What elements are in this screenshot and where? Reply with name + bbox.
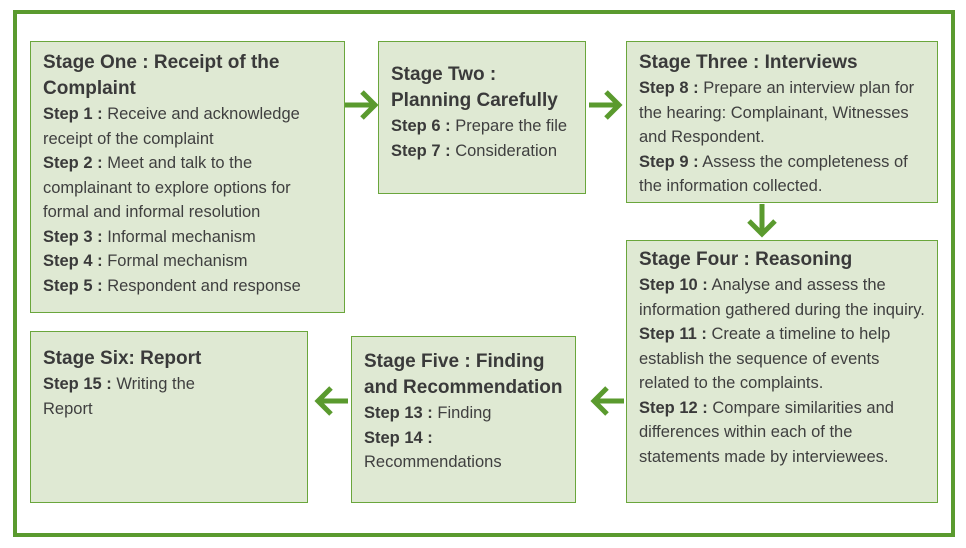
diagram-frame [13, 10, 955, 537]
step-8: Step 8 : Prepare an interview plan for t… [639, 79, 915, 146]
stage-three-title: Stage Three : Interviews [639, 52, 858, 73]
step-3: Step 3 : Informal mechanism [43, 227, 256, 246]
step-11: Step 11 : Create a timeline to help esta… [639, 325, 891, 392]
step-5: Step 5 : Respondent and response [43, 276, 301, 295]
stage-four-title: Stage Four : Reasoning [639, 249, 853, 270]
step-12: Step 12 : Compare similarities and diffe… [639, 398, 894, 466]
arrow-left-icon [590, 386, 624, 416]
step-2: Step 2 : Meet and talk to the complainan… [43, 154, 291, 221]
stage-six-title: Stage Six: Report [43, 348, 202, 369]
stage-two-title: Stage Two : Planning Carefully [391, 64, 558, 111]
step-13: Step 13 : Finding [364, 404, 492, 422]
arrow-right-icon [345, 90, 379, 120]
stage-three-box: Stage Three : Interviews Step 8 : Prepar… [626, 41, 938, 203]
step-1: Step 1 : Receive and acknowledge receipt… [43, 105, 300, 148]
step-4: Step 4 : Formal mechanism [43, 252, 248, 270]
stage-two-box: Stage Two : Planning Carefully Step 6 : … [378, 41, 586, 194]
step-14: Step 14 : Recommendations [364, 428, 502, 472]
stage-one-title: Stage One : Receipt of the Complaint [43, 52, 280, 99]
stage-five-box: Stage Five : Finding and Recommendation … [351, 336, 576, 503]
step-9: Step 9 : Assess the completeness of the … [639, 152, 908, 196]
step-10: Step 10 : Analyse and assess the informa… [639, 276, 925, 319]
stage-six-box: Stage Six: Report Step 15 : Writing the … [30, 331, 308, 503]
step-6: Step 6 : Prepare the file [391, 117, 568, 135]
stage-one-box: Stage One : Receipt of the Complaint Ste… [30, 41, 345, 313]
arrow-right-icon [589, 90, 623, 120]
arrow-left-icon [314, 386, 348, 416]
stage-five-title: Stage Five : Finding and Recommendation [364, 351, 563, 398]
stage-four-box: Stage Four : Reasoning Step 10 : Analyse… [626, 240, 938, 503]
arrow-down-icon [747, 204, 777, 238]
step-7: Step 7 : Consideration [391, 141, 558, 160]
step-15: Step 15 : Writing the Report [43, 375, 195, 418]
